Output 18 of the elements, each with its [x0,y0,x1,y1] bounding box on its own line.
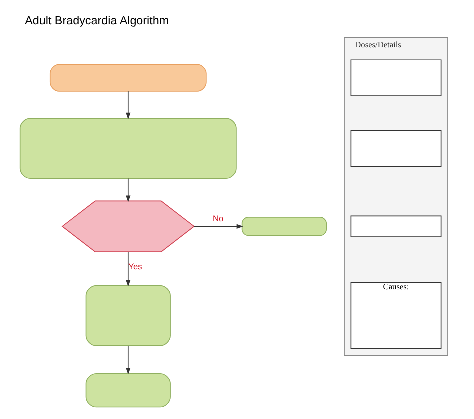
arrow [193,224,244,229]
node-box [85,285,170,346]
node-box: Causes: [350,282,442,350]
node-box [19,118,236,180]
node-box [350,216,442,238]
arrow [126,346,130,375]
node-box [85,373,170,408]
node-box [350,130,442,167]
arrow [126,91,130,120]
diagram-title: Adult Bradycardia Algorithm [24,14,169,28]
edge-label: Yes [128,262,142,272]
arrow [126,178,130,202]
edge-label: No [212,214,224,224]
node-box [241,217,326,236]
node-box [350,60,442,96]
node-box [49,64,206,92]
arrow [126,252,130,287]
node-hexagon [61,200,194,252]
